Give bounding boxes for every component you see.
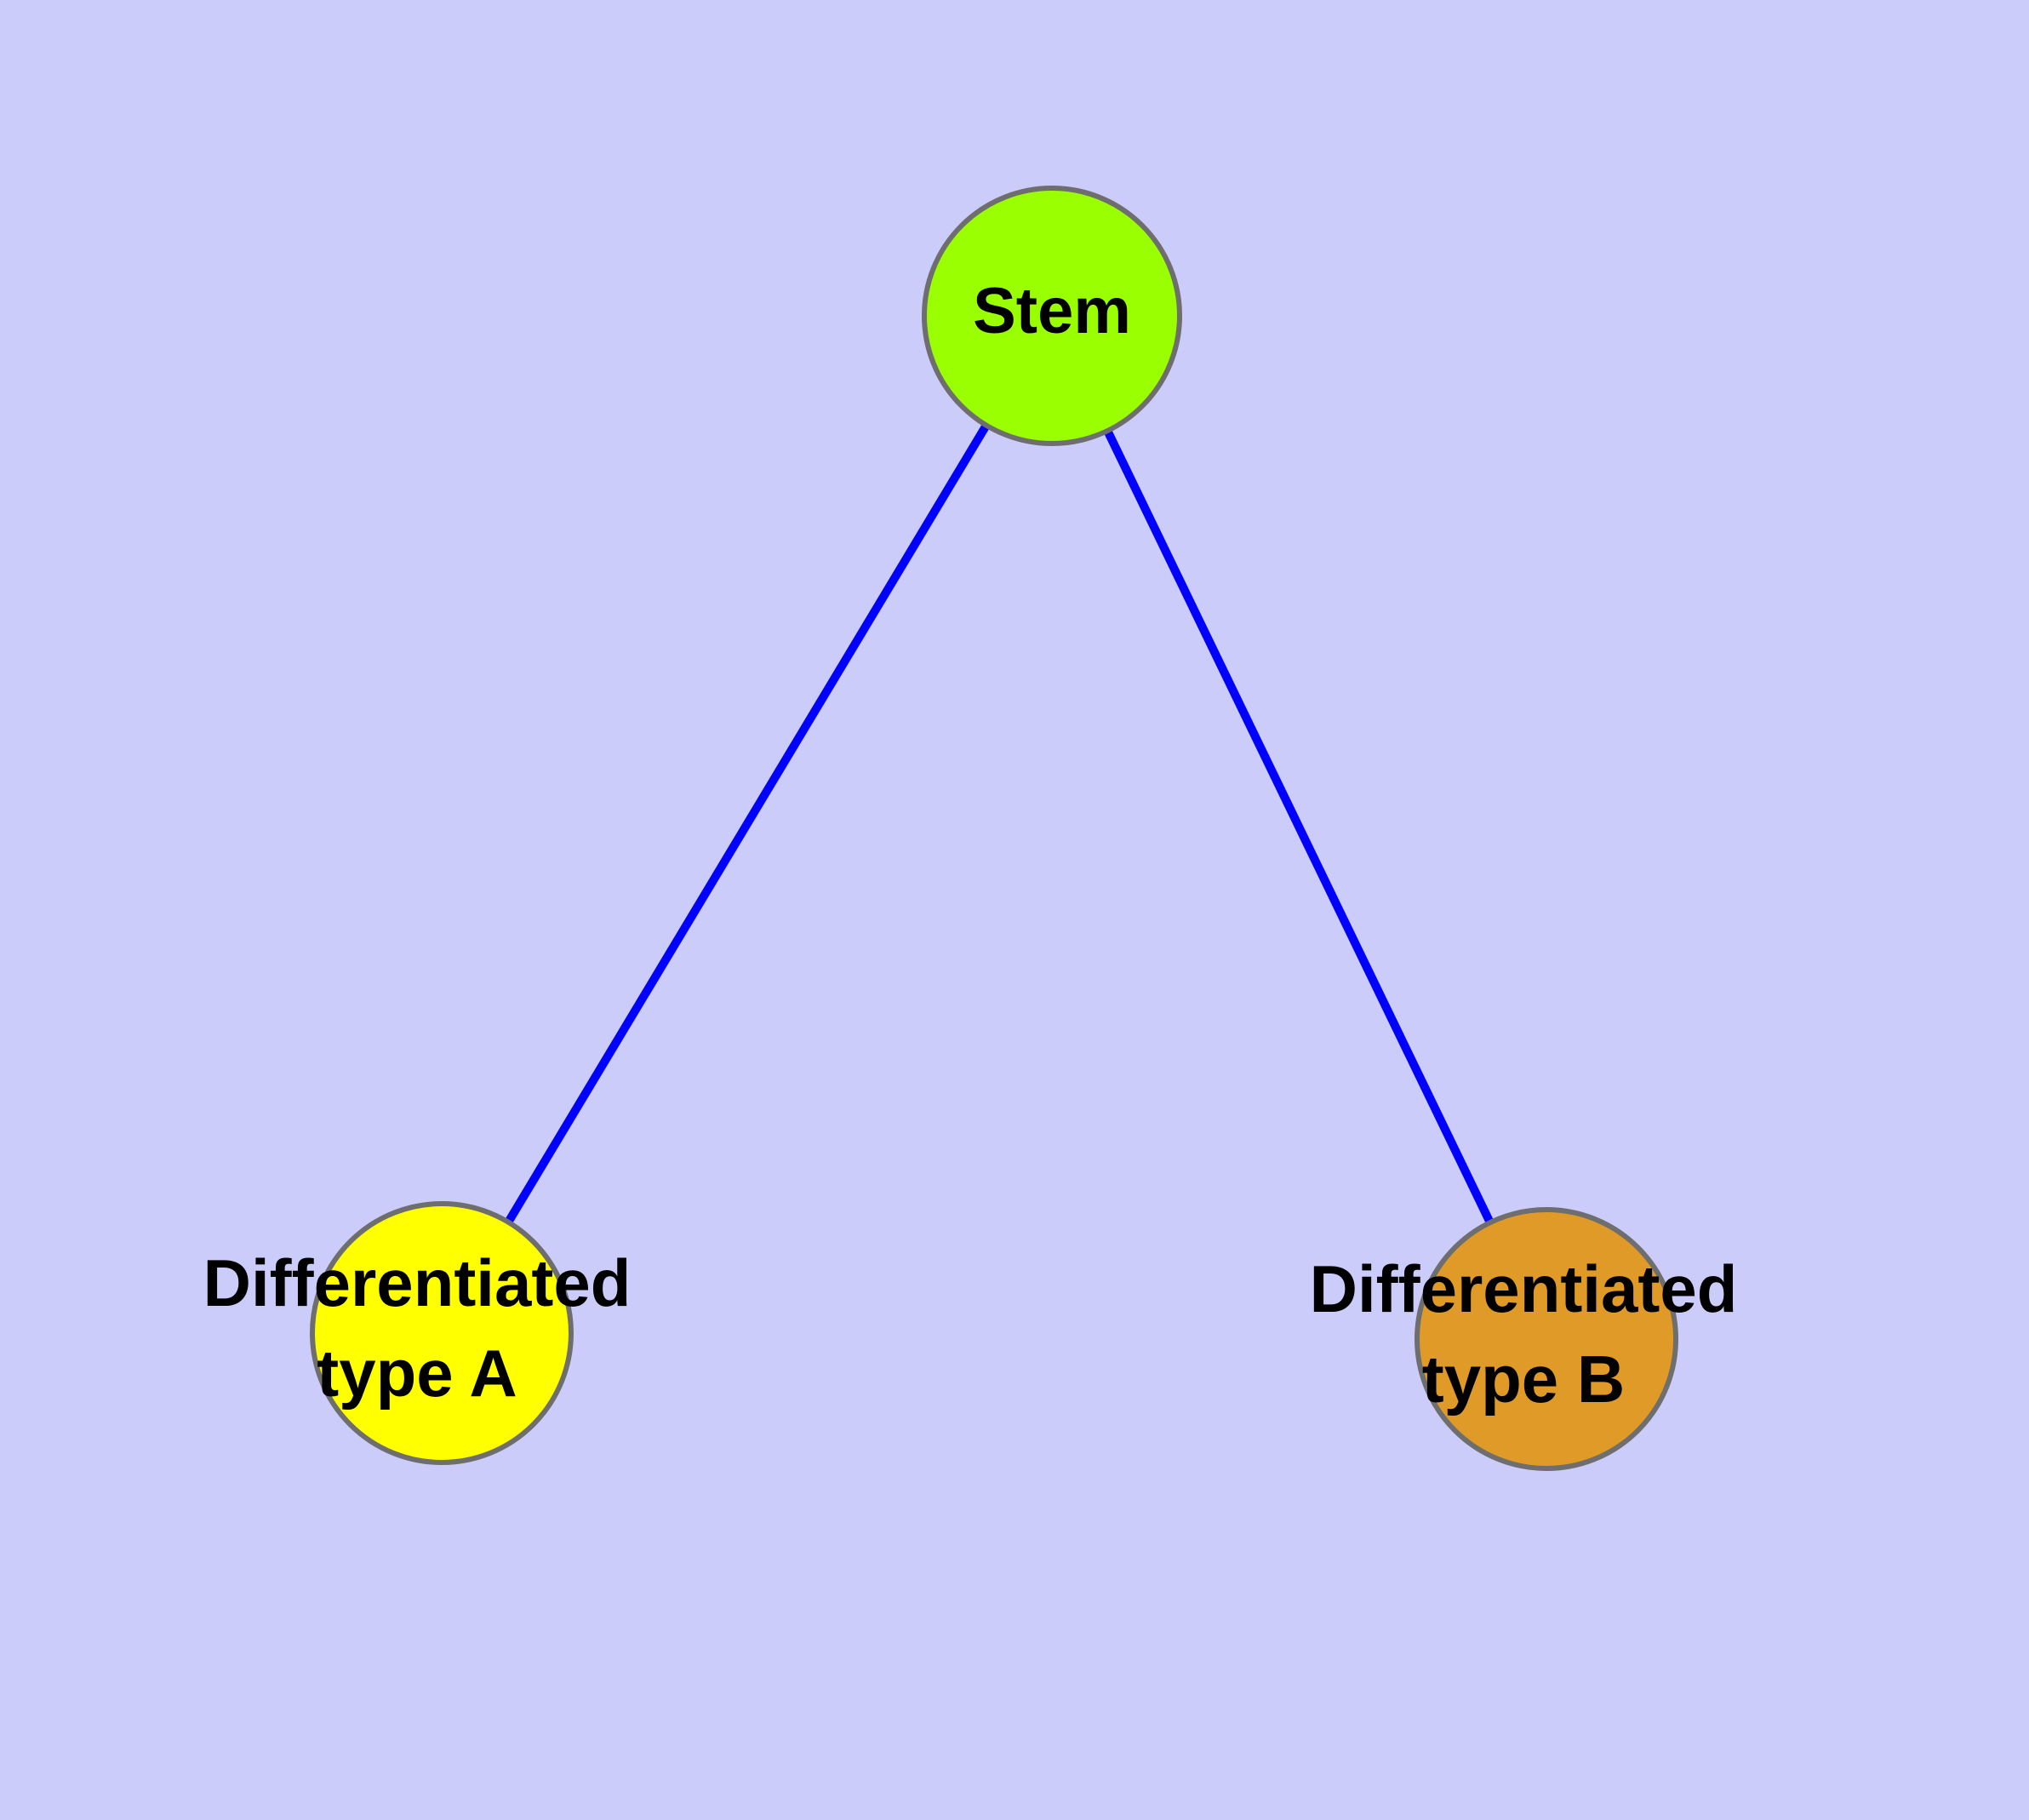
graph-node-label-diff_b: Differentiated type B [1310,1251,1738,1417]
graph-node-label-line: type B [1422,1342,1625,1417]
node-layer [310,186,1678,1471]
graph-node-label-line: Differentiated [1310,1251,1738,1326]
graph-node-label-line: type A [317,1336,517,1411]
graph-node-label-diff_a: Differentiated type A [203,1245,632,1411]
graph-node-label-line: Stem [973,275,1131,347]
graph-edge-stem-to-diff-b[interactable] [1048,313,1551,1342]
graph-node-diff_b[interactable] [1415,1207,1678,1471]
graph-node-label-line: Differentiated [203,1245,632,1320]
graph-node-stem[interactable] [922,186,1182,446]
graph-node-diff_a[interactable] [310,1201,574,1465]
edge-layer [437,313,1551,1342]
graph-node-label-stem: Stem [973,275,1131,347]
graph-edge-stem-to-diff-a[interactable] [437,313,1056,1336]
